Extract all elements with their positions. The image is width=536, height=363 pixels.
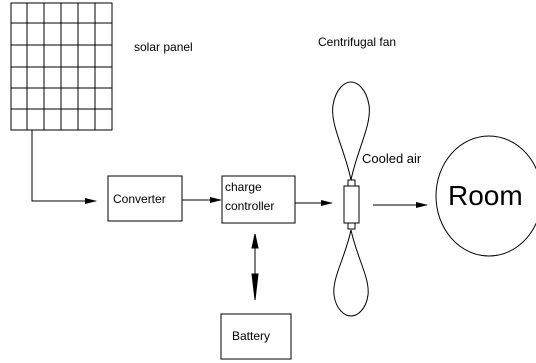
room-label: Room xyxy=(448,180,523,211)
room-circle xyxy=(435,135,536,257)
centrifugal-fan xyxy=(332,81,370,317)
solar-panel xyxy=(10,2,113,131)
cooled-air-label: Cooled air xyxy=(362,151,422,166)
arrow-panel-to-converter xyxy=(31,130,97,204)
centrifugal-fan-label: Centrifugal fan xyxy=(318,35,397,49)
battery-label: Battery xyxy=(232,329,271,343)
charge-controller-box xyxy=(221,175,296,224)
charge-controller-label-line2: controller xyxy=(225,199,275,213)
charge-controller-label-line1: charge xyxy=(225,180,262,194)
battery-box xyxy=(220,313,292,360)
converter-box xyxy=(107,175,183,222)
arrow-controller-battery xyxy=(251,233,259,301)
solar-panel-label: solar panel xyxy=(134,40,193,54)
converter-label: Converter xyxy=(113,192,166,206)
